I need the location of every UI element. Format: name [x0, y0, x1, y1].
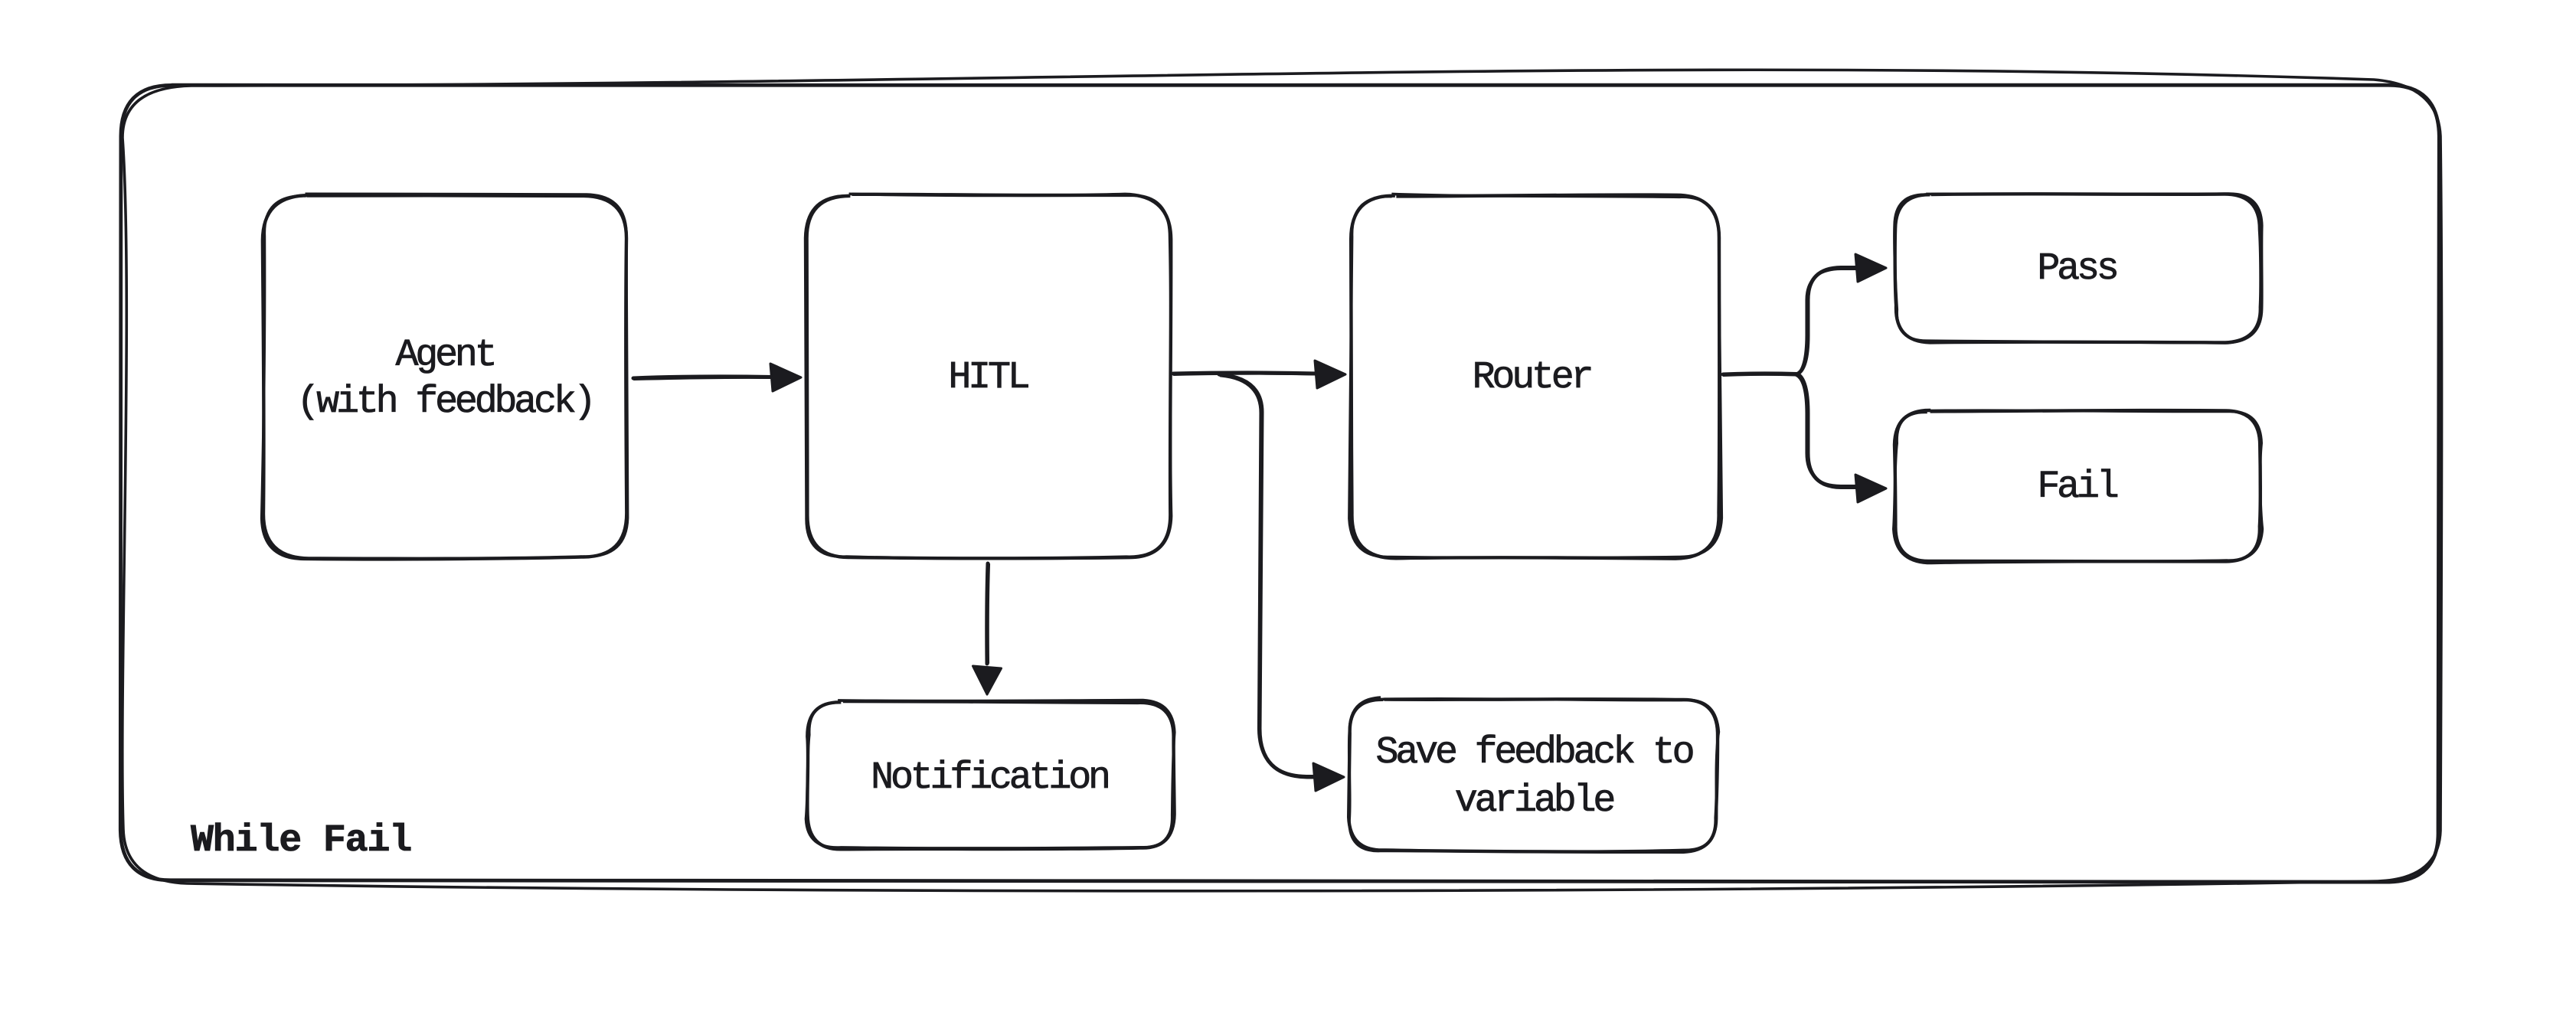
svg-text:HITL: HITL — [948, 356, 1028, 400]
svg-text:Pass: Pass — [2037, 247, 2116, 291]
svg-text:Fail: Fail — [2037, 465, 2117, 509]
svg-text:(with feedback): (with feedback) — [296, 380, 593, 424]
svg-text:Notification: Notification — [871, 756, 1108, 800]
svg-text:Router: Router — [1473, 356, 1591, 400]
svg-text:Save feedback to: Save feedback to — [1376, 731, 1693, 775]
svg-text:While Fail: While Fail — [191, 819, 411, 863]
svg-text:Agent: Agent — [395, 334, 494, 377]
svg-text:variable: variable — [1455, 779, 1614, 823]
